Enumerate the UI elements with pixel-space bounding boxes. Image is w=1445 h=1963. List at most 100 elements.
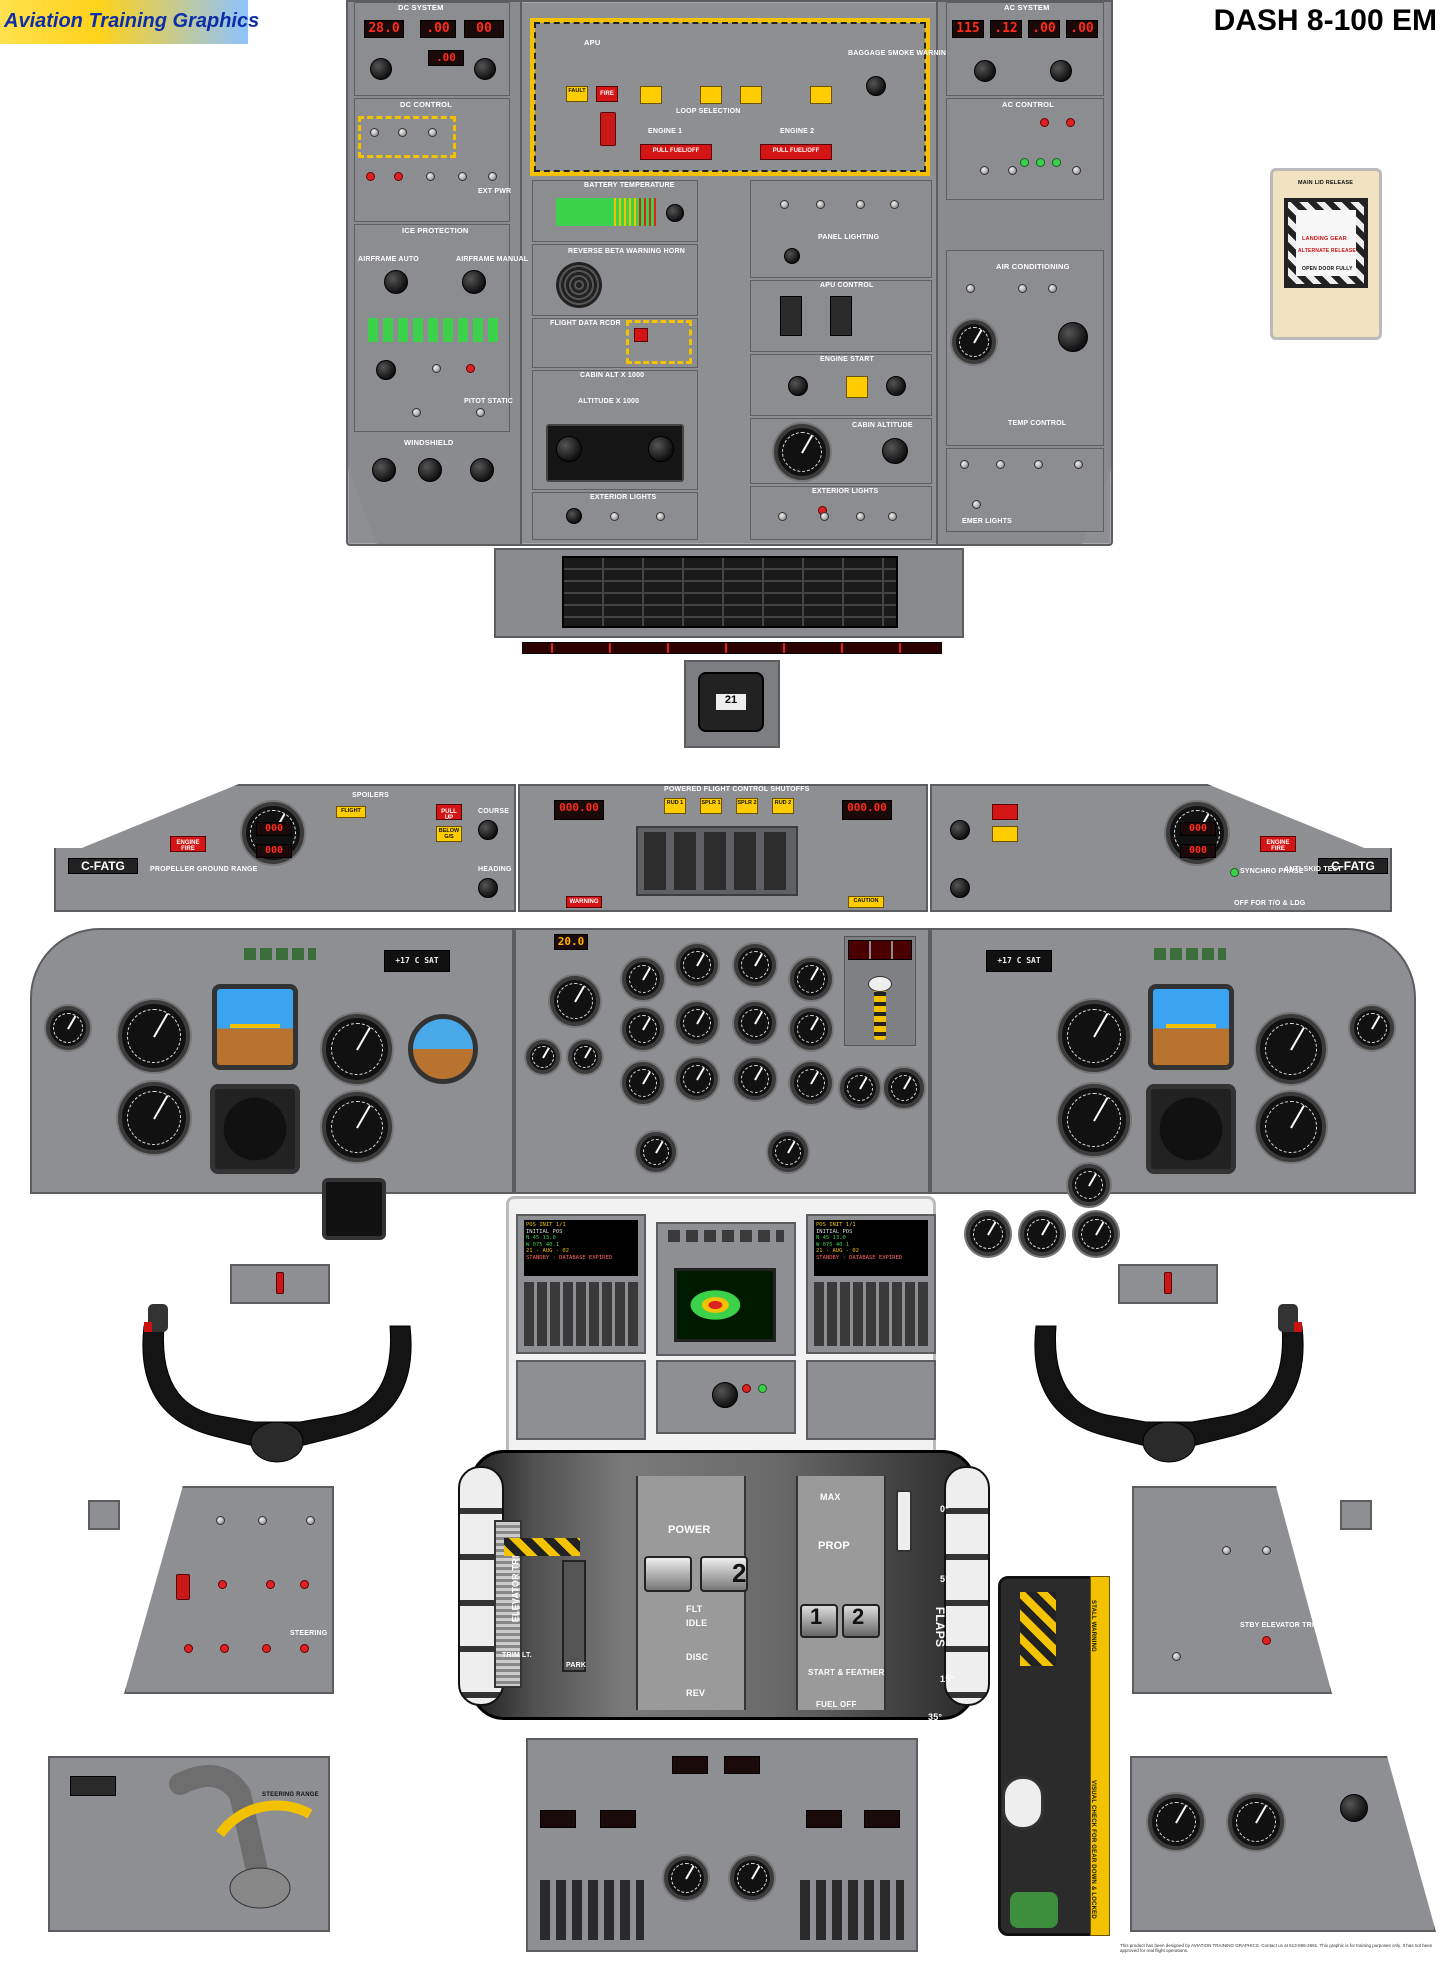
apu-fault-annunciator[interactable]: FAULT [566, 86, 588, 102]
right-heading-knob[interactable] [950, 878, 970, 898]
cabin-alt-manual-knob[interactable] [882, 438, 908, 464]
ac-inverter-knob[interactable] [974, 60, 996, 82]
no-smoking-switch[interactable] [996, 460, 1005, 469]
centre-panel-switch[interactable] [890, 200, 899, 209]
right-engine-fire-button[interactable]: ENGINE FIRE [1260, 836, 1296, 852]
main-batt-switch[interactable] [398, 128, 407, 137]
right-console-on-switch[interactable] [1172, 1652, 1181, 1661]
right-lower-selector-knob[interactable] [1340, 1794, 1368, 1822]
engine-panel-switch[interactable] [856, 200, 865, 209]
aux-batt-switch[interactable] [370, 128, 379, 137]
bus-fault-reset-switch[interactable] [458, 172, 467, 181]
steering-tiller[interactable] [160, 1764, 320, 1914]
engine-prop-switch[interactable] [306, 1516, 315, 1525]
lower-pedestal-buttons-left[interactable] [540, 1880, 644, 1940]
right-control-yoke[interactable] [1016, 1296, 1322, 1476]
left-alt-brake-switch[interactable] [276, 1272, 284, 1294]
power-lever-1[interactable] [644, 1556, 692, 1592]
ac-ext-power-switch[interactable] [980, 166, 989, 175]
bleed1-switch[interactable] [1018, 284, 1027, 293]
cb-panel-ltg-switch[interactable] [216, 1516, 225, 1525]
left-heading-knob[interactable] [478, 878, 498, 898]
prop-lever-2[interactable] [842, 1604, 880, 1638]
logo-switch[interactable] [888, 512, 897, 521]
pfcs-rud1[interactable]: RUD 1 [664, 798, 686, 814]
below-gs-button[interactable]: BELOW G/S [436, 826, 462, 842]
dc-load-selector-knob[interactable] [474, 58, 496, 80]
pfcs-splr1[interactable]: SPLR 1 [700, 798, 722, 814]
copilot-flt-pnl-switch[interactable] [1222, 1546, 1231, 1555]
elev-horn-switch[interactable] [432, 364, 441, 373]
radar-tilt-knob[interactable] [712, 1382, 738, 1408]
cabin-alt-knob[interactable] [556, 436, 582, 462]
pull-up-button[interactable]: PULL UP [436, 804, 462, 821]
overhead-console-switch[interactable] [780, 200, 789, 209]
gear-lever-knob[interactable] [868, 976, 892, 992]
right-pull-up-button[interactable] [992, 804, 1018, 820]
park-brake-lever[interactable] [562, 1560, 586, 1672]
ext-pwr-switch[interactable] [488, 172, 497, 181]
ac-primary-switch[interactable] [1008, 166, 1017, 175]
left-control-yoke[interactable] [124, 1296, 430, 1476]
flap-lever[interactable] [896, 1490, 912, 1552]
flt-pnl-switch[interactable] [258, 1516, 267, 1525]
battery-master-switch[interactable] [428, 128, 437, 137]
fasten-belts-switch[interactable] [960, 460, 969, 469]
posn-switch[interactable] [856, 512, 865, 521]
main-bus-tie-switch[interactable] [426, 172, 435, 181]
right-fms-keypad[interactable] [814, 1282, 928, 1346]
pfcs-splr2[interactable]: SPLR 2 [736, 798, 758, 814]
lower-pedestal-buttons-right[interactable] [800, 1880, 904, 1940]
boot-air-switch[interactable] [412, 408, 421, 417]
left-fms-keypad[interactable] [524, 1282, 638, 1346]
cabin-temp-knob[interactable] [1058, 322, 1088, 352]
baggage-test-knob[interactable] [866, 76, 886, 96]
approach-lights-knob[interactable] [566, 508, 582, 524]
engine-start-button[interactable] [846, 376, 868, 398]
windshield-wiper-knob[interactable] [418, 458, 442, 482]
dim-switch[interactable] [1074, 460, 1083, 469]
dc-volt-selector-knob[interactable] [370, 58, 392, 80]
apu-btl-guard[interactable] [600, 112, 616, 146]
bleed2-switch[interactable] [1048, 284, 1057, 293]
airframe-manual-knob[interactable] [462, 270, 486, 294]
left-aux-guard[interactable] [176, 1574, 190, 1600]
pitot-static-switch[interactable] [476, 408, 485, 417]
caution-light[interactable]: CAUTION [848, 896, 884, 908]
right-course-knob[interactable] [950, 820, 970, 840]
warning-light[interactable]: WARNING [566, 896, 602, 908]
ignition-knob[interactable] [788, 376, 808, 396]
recirc-switch[interactable] [966, 284, 975, 293]
engine2-pull-fuel-off-handle[interactable]: PULL FUEL/OFF [760, 144, 832, 160]
tiller-switches[interactable] [70, 1776, 116, 1796]
right-alt-brake-switch[interactable] [1164, 1272, 1172, 1294]
trim-lever-hazard[interactable] [504, 1538, 580, 1556]
glare-shield-switch[interactable] [816, 200, 825, 209]
left-engine-fire-button[interactable]: ENGINE FIRE [170, 836, 206, 852]
engine1-pull-fuel-off-handle[interactable]: PULL FUEL/OFF [640, 144, 712, 160]
right-cb-panel-switch[interactable] [1262, 1546, 1271, 1555]
flare-lights-switch[interactable] [610, 512, 619, 521]
airframe-auto-knob[interactable] [384, 270, 408, 294]
engine-select-knob[interactable] [886, 376, 906, 396]
caution-advs-lights-switch[interactable] [1034, 460, 1043, 469]
battery-test-knob[interactable] [666, 204, 684, 222]
prop-heat-knob[interactable] [376, 360, 396, 380]
ac-variable-freq-knob[interactable] [1050, 60, 1072, 82]
apu-fire-annunciator[interactable]: FIRE [596, 86, 618, 102]
windshield-heat-knob[interactable] [372, 458, 396, 482]
white-acol-switch[interactable] [820, 512, 829, 521]
gear-lever[interactable] [874, 986, 886, 1040]
storm-dome-knob[interactable] [784, 248, 800, 264]
weather-radar-buttons[interactable] [668, 1230, 784, 1242]
spoilers-flight-button[interactable]: FLIGHT [336, 806, 366, 818]
prop-lever-1[interactable] [800, 1604, 838, 1638]
power-lever-2[interactable] [700, 1556, 748, 1592]
apu-start-button[interactable] [780, 296, 802, 336]
taxi-lights-switch[interactable] [656, 512, 665, 521]
flt-weight-knob[interactable] [470, 458, 494, 482]
emer-lights-switch[interactable] [972, 500, 981, 509]
autopilot-buttons[interactable] [644, 832, 792, 890]
wing-insp-switch[interactable] [778, 512, 787, 521]
emergency-handle[interactable] [1002, 1776, 1044, 1830]
